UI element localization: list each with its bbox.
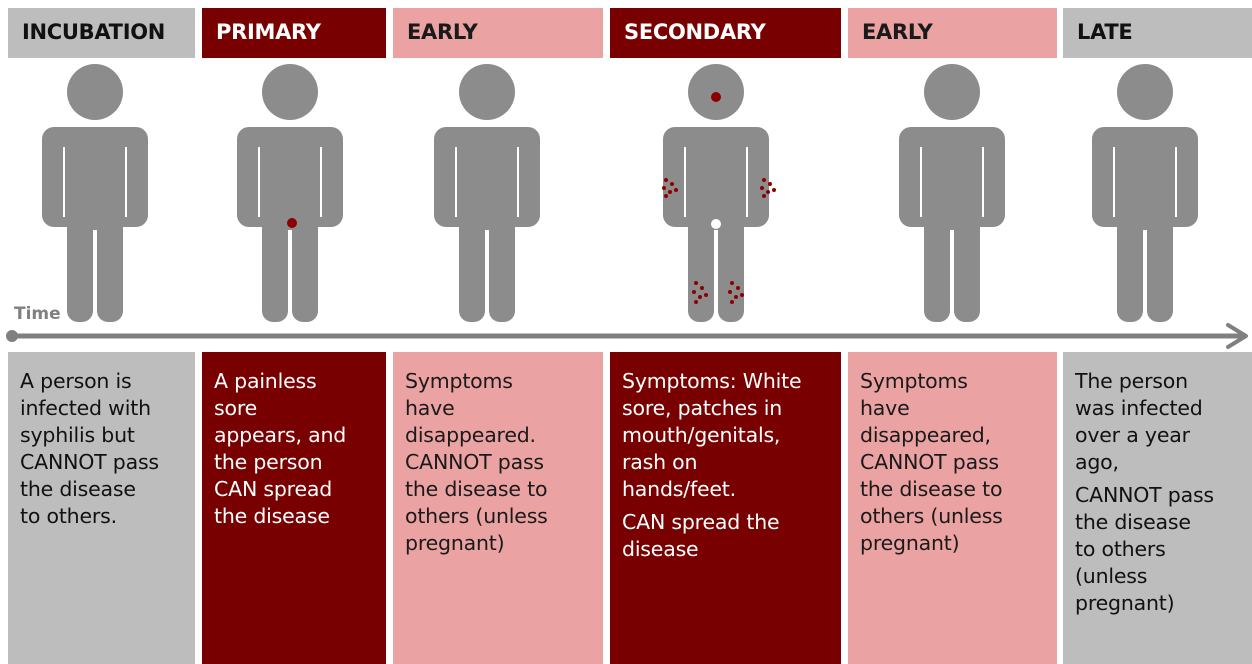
body-figures [0,60,1252,330]
stage-header-late: LATE [1063,8,1252,58]
person-figure-early [434,64,540,322]
stage-description-incubation: A person is infected with syphilis but C… [8,352,195,664]
description-text: A painless sore appears, and the person … [214,368,376,530]
description-text: A person is infected with syphilis but C… [20,368,185,530]
stage-header-label: EARLY [407,20,478,44]
description-text: Symptoms have disappeared. CANNOT pass t… [405,368,593,557]
stage-header-label: LATE [1077,20,1132,44]
stage-description-secondary: Symptoms: White sore, patches in mouth/g… [610,352,841,664]
stage-description-primary: A painless sore appears, and the person … [202,352,386,664]
description-text: CAN spread the disease [622,509,831,563]
stage-header-primary: PRIMARY [202,8,386,58]
person-figure-late [1092,64,1198,322]
stage-header-label: SECONDARY [624,20,766,44]
stage-description-early-latent: Symptoms have disappeared, CANNOT pass t… [848,352,1057,664]
person-figure-early-latent [899,64,1005,322]
stage-header-incubation: INCUBATION [8,8,195,58]
stage-header-label: PRIMARY [216,20,321,44]
description-text: Symptoms have disappeared, CANNOT pass t… [860,368,1047,557]
time-label: Time [14,304,61,324]
person-figure-secondary [662,64,776,322]
stage-description-late: The person was infected over a year ago,… [1063,352,1252,664]
description-text: CANNOT pass the disease to others (unles… [1075,482,1242,617]
timeline-arrow [0,322,1252,350]
white-sore-dot [711,219,721,229]
sore-dot [287,218,297,228]
stage-header-early: EARLY [393,8,603,58]
description-text: Symptoms: White sore, patches in mouth/g… [622,368,831,503]
description-text: The person was infected over a year ago, [1075,368,1242,476]
mouth-patch-dot [711,92,721,102]
stage-header-label: EARLY [862,20,933,44]
stage-header-label: INCUBATION [22,20,165,44]
person-figure-primary [237,64,343,322]
stage-header-early-latent: EARLY [848,8,1057,58]
stage-description-early: Symptoms have disappeared. CANNOT pass t… [393,352,603,664]
person-figure-incubation [42,64,148,322]
stage-header-secondary: SECONDARY [610,8,841,58]
